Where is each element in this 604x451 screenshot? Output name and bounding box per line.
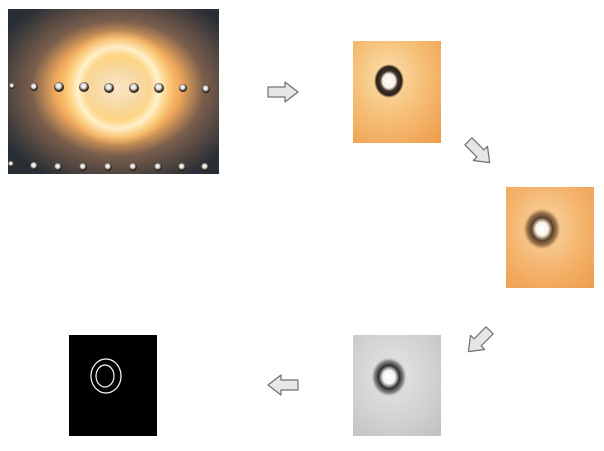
arrow-left-icon xyxy=(266,373,300,397)
ring-light-photo-icon xyxy=(8,9,219,174)
cropped-bead-photo-icon xyxy=(353,41,441,143)
arrow-down-left-icon xyxy=(458,320,499,361)
edge-contour-image-icon xyxy=(69,335,157,436)
bead-row-bottom xyxy=(8,161,209,171)
edge-contour-panel xyxy=(69,335,157,436)
cropped-bead-panel xyxy=(353,41,441,143)
smoothed-bead-panel xyxy=(506,187,594,288)
grayscale-bead-image-icon xyxy=(353,335,441,436)
original-photo-panel xyxy=(8,9,219,174)
arrow-right-icon xyxy=(266,80,300,104)
blurred-bead-photo-icon xyxy=(506,187,594,288)
arrow-down-right-icon xyxy=(458,131,499,172)
grayscale-bead-panel xyxy=(353,335,441,436)
bead-row-middle xyxy=(9,82,210,93)
